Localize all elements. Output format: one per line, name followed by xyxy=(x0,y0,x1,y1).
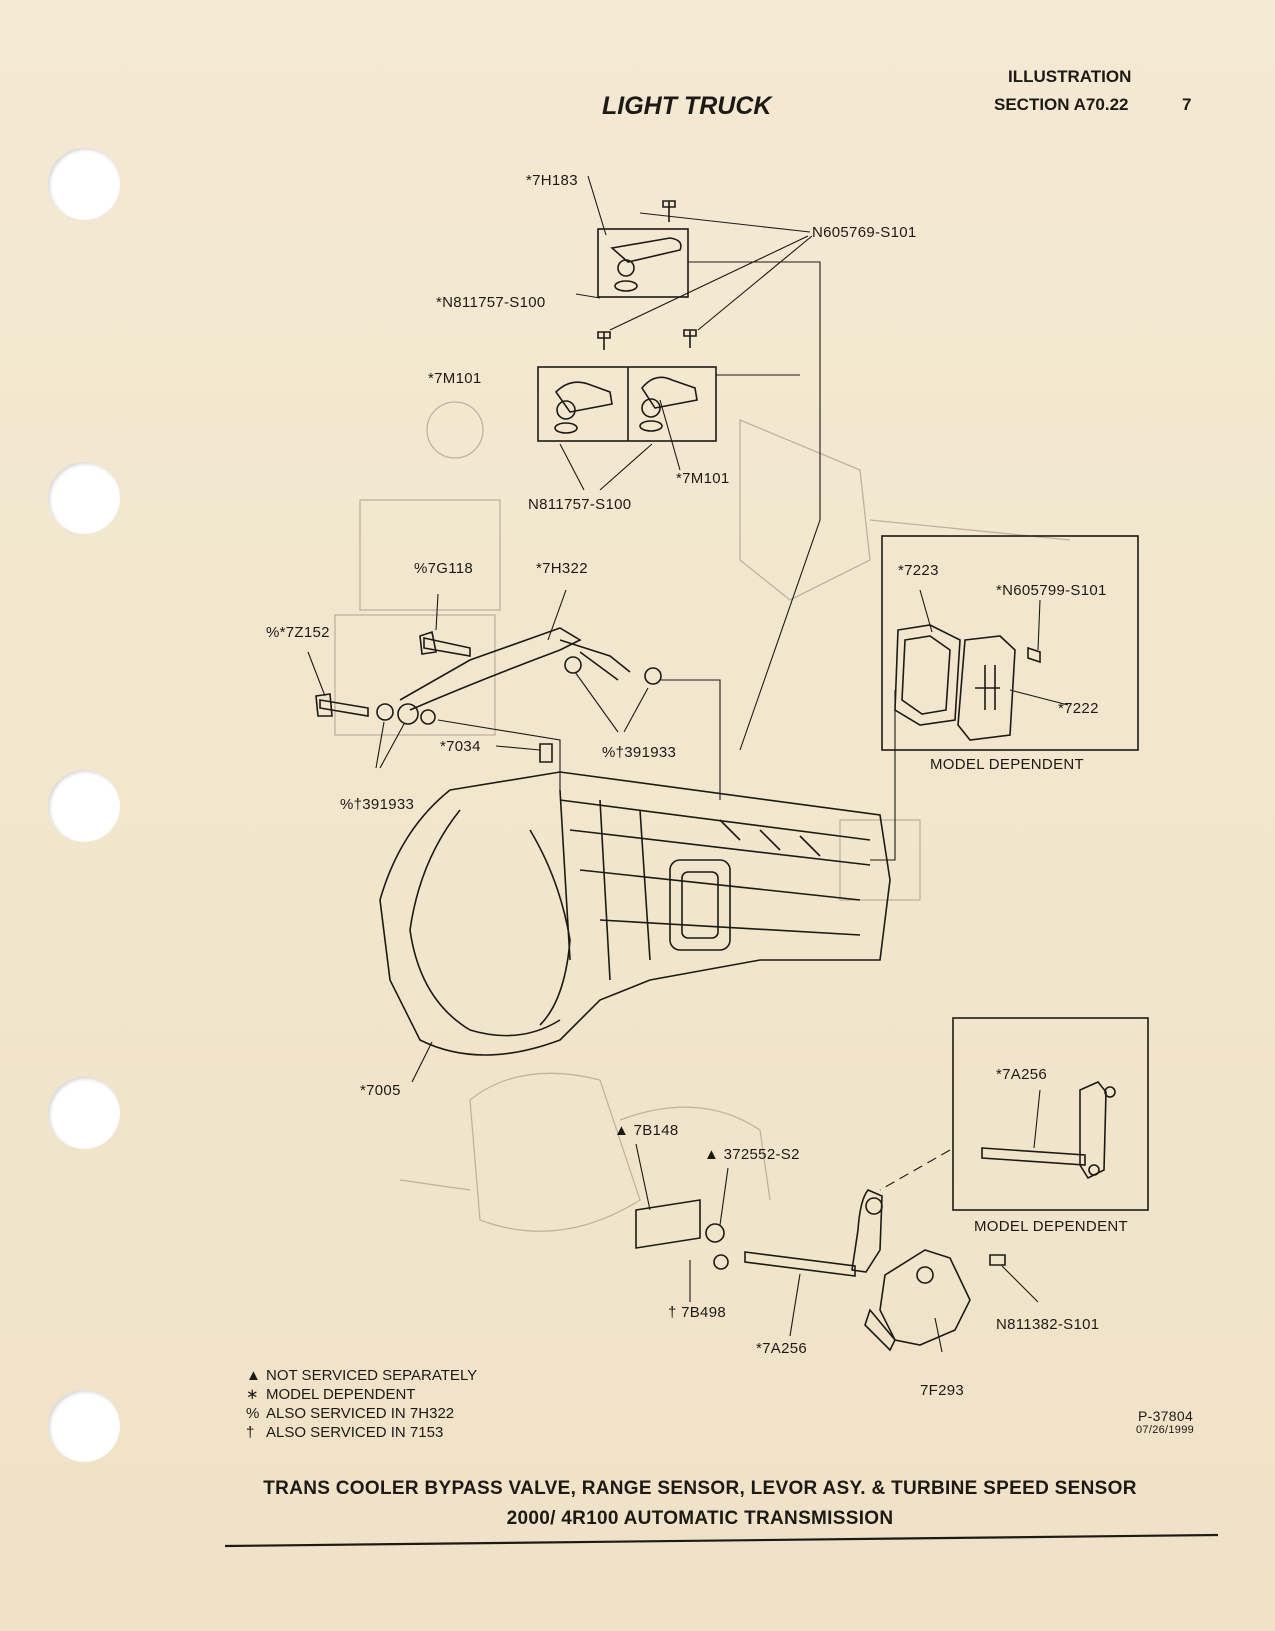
model-dependent-box-1 xyxy=(881,535,1139,751)
part-label-7f293: 7F293 xyxy=(920,1382,965,1399)
page-title: LIGHT TRUCK xyxy=(602,92,772,120)
part-label-7222: *7222 xyxy=(1058,700,1099,717)
legend-text: NOT SERVICED SEPARATELY xyxy=(266,1367,478,1384)
legend-text: MODEL DEPENDENT xyxy=(266,1386,416,1403)
part-label-7g118: %7G118 xyxy=(414,560,474,577)
legend-text: ALSO SERVICED IN 7H322 xyxy=(266,1405,455,1422)
legend-symbol: ∗ xyxy=(246,1386,259,1403)
caption-line-1: TRANS COOLER BYPASS VALVE, RANGE SENSOR,… xyxy=(263,1478,1137,1499)
part-label-n811757-mid: N811757-S100 xyxy=(528,496,632,513)
binder-hole xyxy=(48,148,120,220)
legend-symbol: † xyxy=(246,1424,255,1441)
figure-id: P-37804 xyxy=(1138,1408,1194,1424)
binder-hole xyxy=(48,462,120,534)
part-label-7a256: *7A256 xyxy=(756,1340,808,1357)
part-label-7m101-right: *7M101 xyxy=(676,470,730,487)
range-sensor-group xyxy=(635,1143,1039,1353)
part-label-7h322: *7H322 xyxy=(536,560,588,577)
part-label-7b498: † 7B498 xyxy=(668,1304,726,1321)
model-dependent-caption-2: MODEL DEPENDENT xyxy=(974,1218,1128,1235)
symbol-legend: ▲ NOT SERVICED SEPARATELY ∗ MODEL DEPENDEN… xyxy=(246,1366,477,1442)
cooler-tube-group xyxy=(307,589,721,800)
figure-date: 07/26/1999 xyxy=(1136,1424,1195,1436)
part-label-n811382: N811382-S101 xyxy=(996,1316,1100,1333)
page-number: 7 xyxy=(1182,95,1192,114)
part-label-7a256-box: *7A256 xyxy=(996,1066,1048,1083)
model-dependent-box-2 xyxy=(879,1017,1149,1211)
model-dependent-caption-1: MODEL DEPENDENT xyxy=(930,756,1084,773)
part-label-n605799: *N605799-S101 xyxy=(996,582,1107,599)
legend-row: † ALSO SERVICED IN 7153 xyxy=(246,1423,477,1442)
legend-symbol: ▲ xyxy=(246,1367,261,1384)
legend-text: ALSO SERVICED IN 7153 xyxy=(266,1424,444,1441)
transmission-case xyxy=(379,690,896,1083)
part-label-7223: *7223 xyxy=(898,562,939,579)
part-label-7b148: ▲ 7B148 xyxy=(614,1122,679,1139)
binder-hole xyxy=(48,1390,120,1462)
part-label-372552: ▲ 372552-S2 xyxy=(704,1146,800,1163)
bypass-valve-group xyxy=(575,175,821,751)
binder-hole xyxy=(48,770,120,842)
part-label-7z152: %*7Z152 xyxy=(266,624,330,641)
part-label-n811757-top: *N811757-S100 xyxy=(436,294,546,311)
part-label-7034: *7034 xyxy=(440,738,481,755)
bleed-through-art xyxy=(334,401,1071,1232)
caption-line-2: 2000/ 4R100 AUTOMATIC TRANSMISSION xyxy=(506,1508,894,1529)
legend-symbol: % xyxy=(246,1405,260,1422)
part-label-7h183: *7H183 xyxy=(526,172,578,189)
binder-hole xyxy=(48,1077,120,1149)
legend-row: % ALSO SERVICED IN 7H322 xyxy=(246,1404,477,1423)
part-label-7005: *7005 xyxy=(360,1082,401,1099)
part-label-391933-right: %†391933 xyxy=(602,744,677,761)
section-label: SECTION A70.22 xyxy=(994,95,1129,114)
part-label-7m101-left: *7M101 xyxy=(428,370,482,387)
legend-row: ▲ NOT SERVICED SEPARATELY xyxy=(246,1366,477,1385)
illustration-label: ILLUSTRATION xyxy=(1008,67,1132,86)
part-label-n605769: N605769-S101 xyxy=(812,224,917,241)
legend-row: ∗ MODEL DEPENDENT xyxy=(246,1385,477,1404)
part-label-391933-left: %†391933 xyxy=(340,796,415,813)
bottom-rule xyxy=(224,1533,1219,1548)
sensor-pair-group xyxy=(537,235,813,491)
